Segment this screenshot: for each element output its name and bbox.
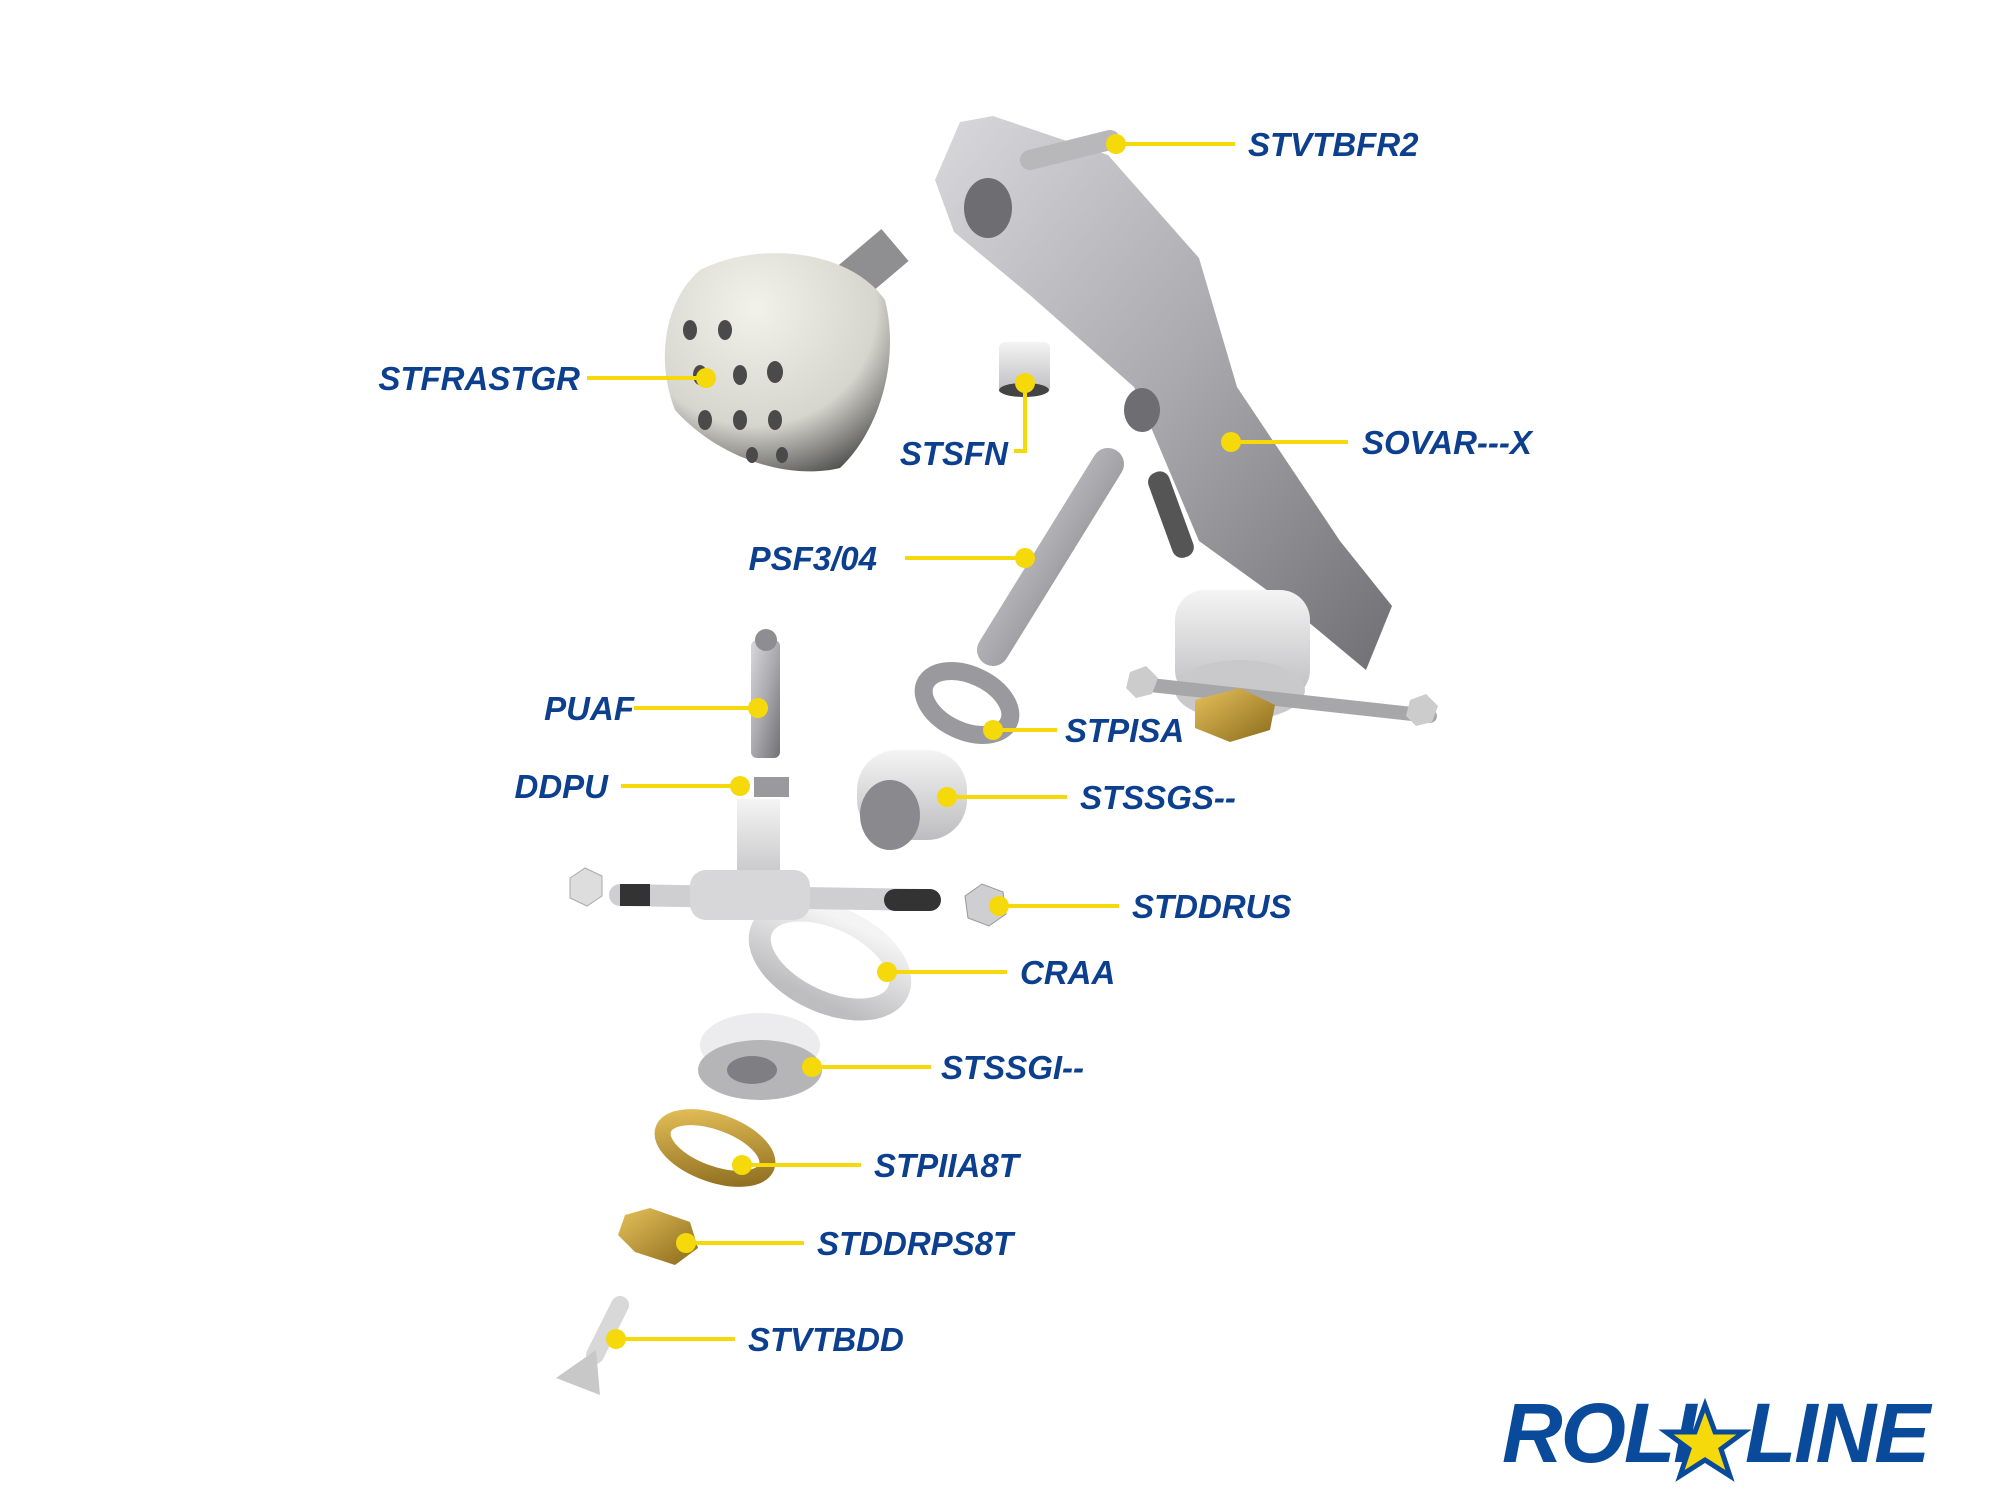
- callout-stpisa: STPISA: [983, 712, 1184, 749]
- callout-craa: CRAA: [877, 954, 1115, 991]
- callout-puaf: PUAF: [544, 690, 768, 727]
- part-label: STSFN: [900, 435, 1009, 472]
- axle-nut: [964, 883, 1007, 927]
- callout-stssgs: STSSGS--: [937, 779, 1236, 816]
- gold-nut: [618, 1208, 698, 1265]
- gold-washer: [654, 1109, 776, 1187]
- part-label: STVTBFR2: [1248, 126, 1419, 163]
- callout-stvtbfr2: STVTBFR2: [1106, 126, 1419, 163]
- callout-psf304: PSF3/04: [749, 540, 1035, 577]
- pivot-sleeve: [999, 342, 1050, 393]
- part-label: STSSGS--: [1080, 779, 1236, 816]
- part-label: STPIIA8T: [874, 1147, 1022, 1184]
- upper-cushion: [857, 750, 967, 850]
- part-label: STSSGI--: [941, 1049, 1084, 1086]
- callout-stsfn: STSFN: [900, 373, 1035, 472]
- pivot-pin: [751, 640, 780, 758]
- callout-ddpu: DDPU: [514, 768, 750, 805]
- toe-stop: [664, 228, 909, 472]
- callout-stddrps8t: STDDRPS8T: [676, 1225, 1016, 1262]
- frame-plate: [935, 116, 1438, 742]
- part-label: STDDRUS: [1132, 888, 1292, 925]
- lower-cushion: [698, 1013, 822, 1100]
- part-label: STDDRPS8T: [817, 1225, 1016, 1262]
- part-label: CRAA: [1020, 954, 1115, 991]
- washer: [914, 662, 1020, 744]
- frame-screw: [1020, 130, 1120, 170]
- callout-stfrastgr: STFRASTGR: [378, 360, 716, 397]
- logo-text-right: LINE: [1745, 1386, 1933, 1480]
- callout-stddrus: STDDRUS: [989, 888, 1292, 925]
- callout-sovar: SOVAR---X: [1221, 424, 1534, 461]
- king-pin: [977, 448, 1124, 666]
- truck-hanger: [569, 799, 941, 1021]
- part-label: PUAF: [544, 690, 635, 727]
- part-label: STFRASTGR: [378, 360, 580, 397]
- part-label: DDPU: [514, 768, 609, 805]
- star-icon: [1658, 1397, 1752, 1482]
- part-label: PSF3/04: [749, 540, 877, 577]
- part-label: STVTBDD: [748, 1321, 904, 1358]
- callout-stssgi: STSSGI--: [802, 1049, 1084, 1086]
- callout-stvtbdd: STVTBDD: [606, 1321, 904, 1358]
- part-label: SOVAR---X: [1362, 424, 1534, 461]
- callout-stpiia8t: STPIIA8T: [732, 1147, 1022, 1184]
- roll-line-logo: ROLL LINE: [1502, 1386, 1935, 1482]
- part-label: STPISA: [1065, 712, 1184, 749]
- countersunk-screw: [556, 1296, 629, 1395]
- pivot-cup: [754, 777, 789, 797]
